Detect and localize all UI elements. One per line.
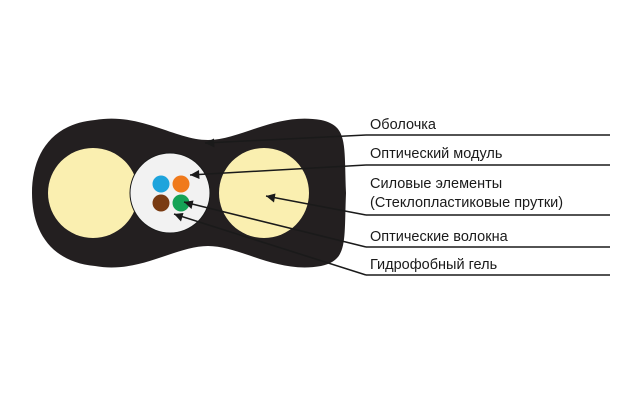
leader-line-gel: [173, 213, 367, 276]
arrowhead-fibers: [184, 200, 194, 209]
arrowhead-sheath: [205, 138, 215, 148]
arrowhead-gel: [174, 213, 184, 222]
arrowhead-strength: [266, 193, 276, 203]
fiber-green: [172, 194, 190, 212]
label-hydrophobic-gel: Гидрофобный гель: [370, 257, 498, 273]
leader-line-sheath: [204, 134, 367, 144]
strength-member-left: [48, 148, 138, 238]
label-strength-members: Силовые элементы: [370, 176, 503, 192]
fiber-orange: [172, 175, 190, 193]
fiber-brown: [152, 194, 170, 212]
optical-module: [129, 152, 211, 234]
arrowhead-module: [190, 170, 200, 179]
leader-line-strength: [265, 195, 367, 216]
leader-line-fibers: [183, 201, 367, 248]
label-optical-module: Оптический модуль: [370, 146, 503, 162]
fiber-blue: [152, 175, 170, 193]
strength-member-right: [219, 148, 309, 238]
label-sheath: Оболочка: [370, 117, 436, 133]
label-strength-members-detail: (Стеклопластиковые прутки): [370, 195, 564, 211]
label-optical-fibers: Оптические волокна: [370, 229, 508, 245]
leader-line-module: [189, 164, 367, 176]
